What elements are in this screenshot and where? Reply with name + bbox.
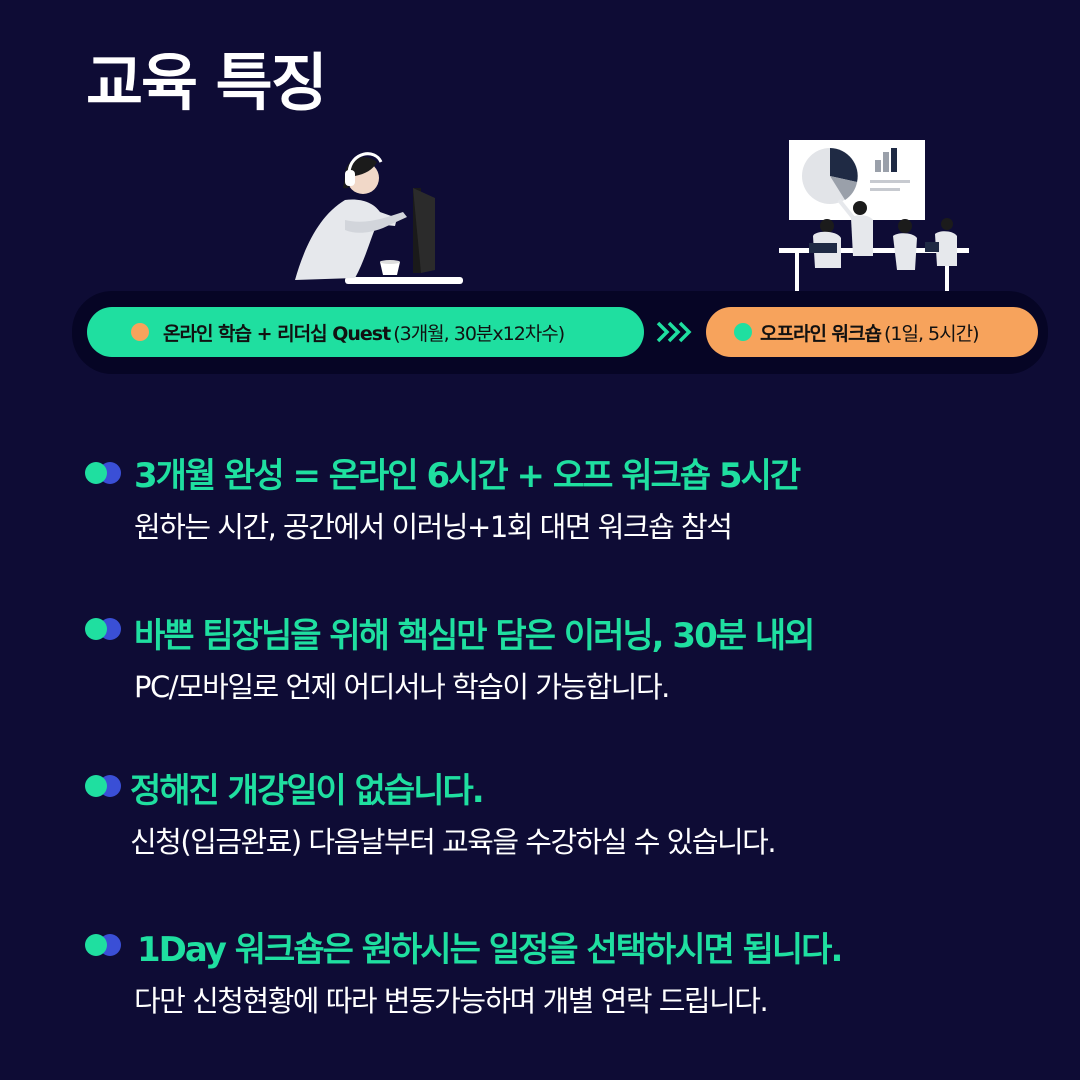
feature-description: 신청(입금완료) 다음날부터 교육을 수강하실 수 있습니다. — [130, 825, 777, 859]
feature-description: PC/모바일로 언제 어디서나 학습이 가능합니다. — [134, 670, 670, 704]
feature-headline: 정해진 개강일이 없습니다. — [130, 771, 485, 811]
double-dot-bullet-icon — [85, 462, 123, 484]
offline-workshop-step: 오프라인 워크숍 (1일, 5시간) — [706, 307, 1038, 357]
online-learner-illustration — [295, 152, 463, 284]
feature-headline: 3개월 완성 = 온라인 6시간 + 오프 워크숍 5시간 — [134, 456, 801, 496]
page-title: 교육 특징 — [86, 46, 328, 119]
workshop-illustration — [779, 140, 969, 291]
triple-chevron-right-icon — [656, 321, 692, 343]
online-step-title: 온라인 학습 + 리더십 Quest — [163, 322, 391, 345]
feature-description: 다만 신청현황에 따라 변동가능하며 개별 연락 드립니다. — [134, 984, 769, 1018]
orange-dot-icon — [131, 323, 149, 341]
double-dot-bullet-icon — [85, 775, 123, 797]
green-dot-icon — [734, 323, 752, 341]
online-learning-step: 온라인 학습 + 리더십 Quest (3개월, 30분x12차수) — [87, 307, 644, 357]
offline-step-title: 오프라인 워크숍 — [760, 322, 882, 345]
feature-headline: 바쁜 팀장님을 위해 핵심만 담은 이러닝, 30분 내외 — [134, 616, 815, 656]
offline-step-detail: (1일, 5시간) — [883, 322, 980, 345]
double-dot-bullet-icon — [85, 618, 123, 640]
double-dot-bullet-icon — [85, 934, 123, 956]
feature-headline: 1Day 워크숍은 원하시는 일정을 선택하시면 됩니다. — [137, 930, 843, 970]
feature-description: 원하는 시간, 공간에서 이러닝+1회 대면 워크숍 참석 — [134, 510, 733, 544]
online-step-detail: (3개월, 30분x12차수) — [393, 322, 565, 345]
